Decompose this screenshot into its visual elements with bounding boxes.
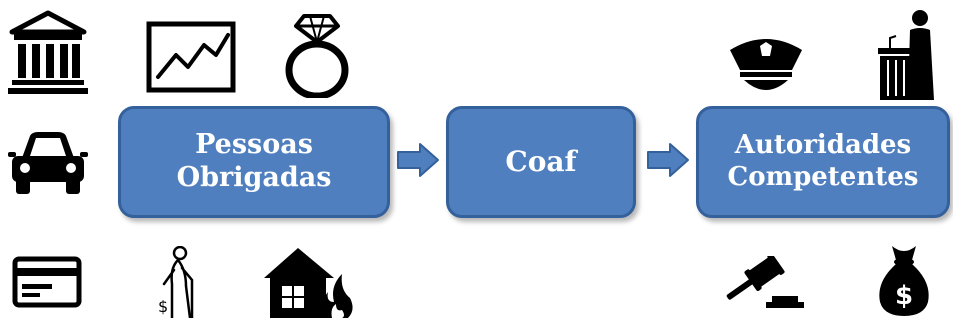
node-autoridades-line1: Autoridades: [734, 130, 912, 161]
judge-podium-icon: [870, 8, 936, 100]
house-fire-icon: [264, 246, 354, 318]
node-pessoas-line2: Obrigadas: [176, 162, 332, 193]
node-coaf: Coaf: [446, 106, 636, 218]
gavel-icon: [722, 256, 804, 308]
diamond-ring-icon: [284, 12, 350, 98]
node-autoridades-line2: Competentes: [727, 162, 919, 192]
svg-text:$: $: [158, 297, 168, 316]
node-pessoas-obrigadas: Pessoas Obrigadas: [118, 106, 390, 218]
node-autoridades-competentes: Autoridades Competentes: [696, 106, 950, 218]
money-bag-icon: $: [876, 242, 932, 316]
flow-arrow-1: [396, 142, 440, 178]
credit-card-icon: [12, 256, 82, 308]
node-coaf-label: Coaf: [505, 144, 577, 178]
bank-icon: [8, 10, 88, 94]
police-cap-icon: [726, 34, 806, 96]
elderly-person-cash-icon: $: [156, 246, 200, 318]
svg-text:$: $: [895, 281, 913, 311]
node-pessoas-line1: Pessoas: [195, 129, 313, 161]
flow-arrow-2: [646, 142, 690, 178]
car-icon: [8, 128, 88, 196]
stock-chart-icon: [146, 21, 236, 93]
